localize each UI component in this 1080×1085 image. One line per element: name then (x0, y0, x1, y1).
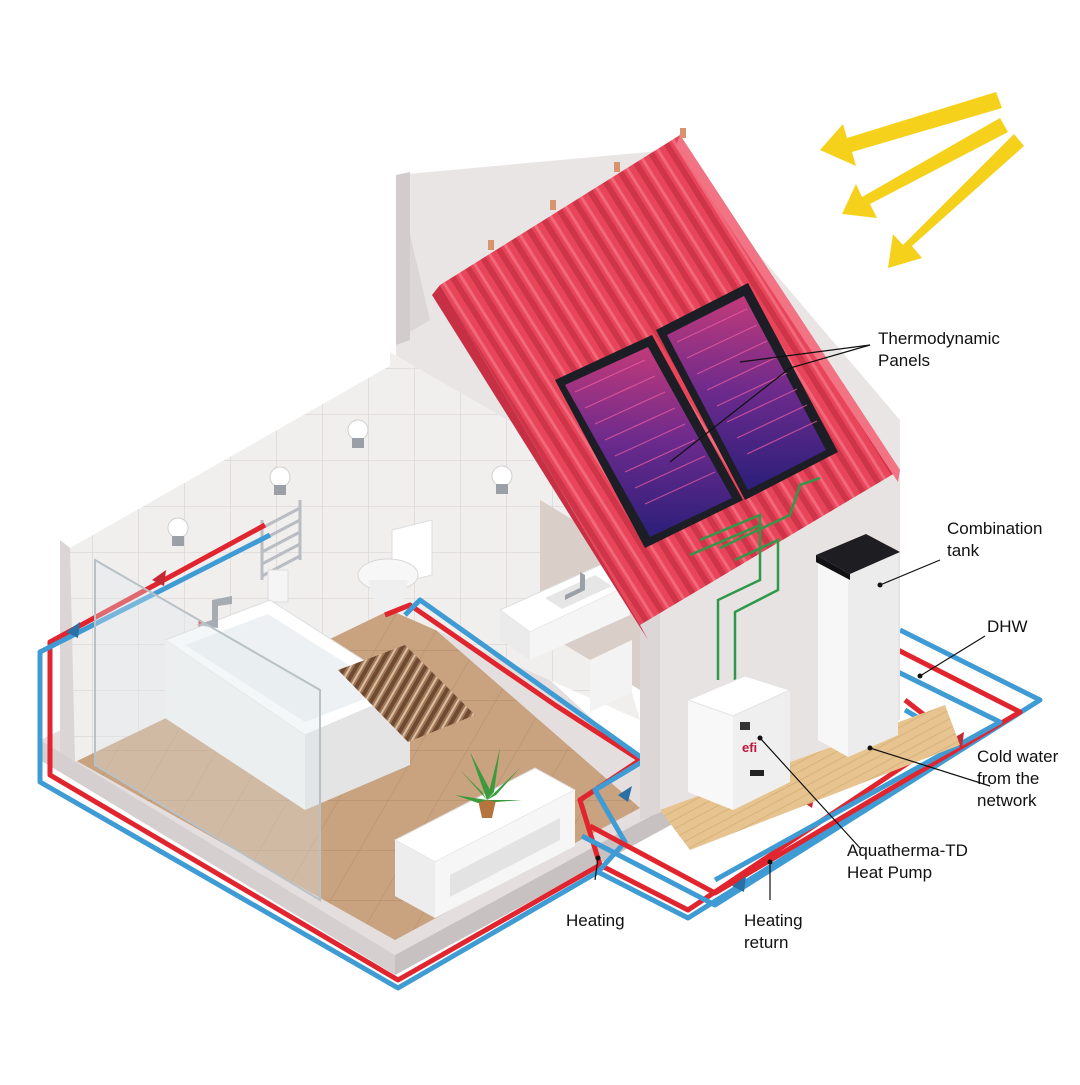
thermodynamic-panel-left (555, 335, 743, 548)
utility-floor (660, 705, 960, 850)
label-cold-water: Cold water from the network (977, 747, 1059, 810)
glass-screen (94, 558, 321, 902)
sink-vanity (499, 564, 632, 712)
heating-pipes (37, 522, 1043, 991)
toilet (357, 519, 433, 612)
brand-logo: efi (742, 740, 757, 755)
thermodynamic-panels (555, 283, 838, 548)
thermodynamic-panel-right (656, 283, 838, 500)
rug (338, 645, 475, 742)
wall-lamps (167, 419, 513, 546)
potted-plant-icon (455, 748, 522, 818)
label-dhw: DHW (987, 617, 1028, 636)
label-heating-return: Heating return (744, 911, 803, 952)
label-combination-tank: Combination tank (947, 519, 1043, 560)
callout-lines (594, 344, 991, 900)
solar-lines (689, 476, 821, 680)
aquatherma-heat-pump: efi (686, 675, 792, 810)
combination-tank (816, 534, 900, 757)
label-heating: Heating (566, 911, 625, 930)
label-thermodynamic-panels: Thermodynamic Panels (878, 329, 1000, 370)
callout-dots (595, 582, 923, 865)
sun-ray-arrows-icon (820, 92, 1024, 268)
label-heat-pump: Aquatherma-TD Heat Pump (847, 841, 968, 882)
towel-radiator (260, 500, 302, 603)
